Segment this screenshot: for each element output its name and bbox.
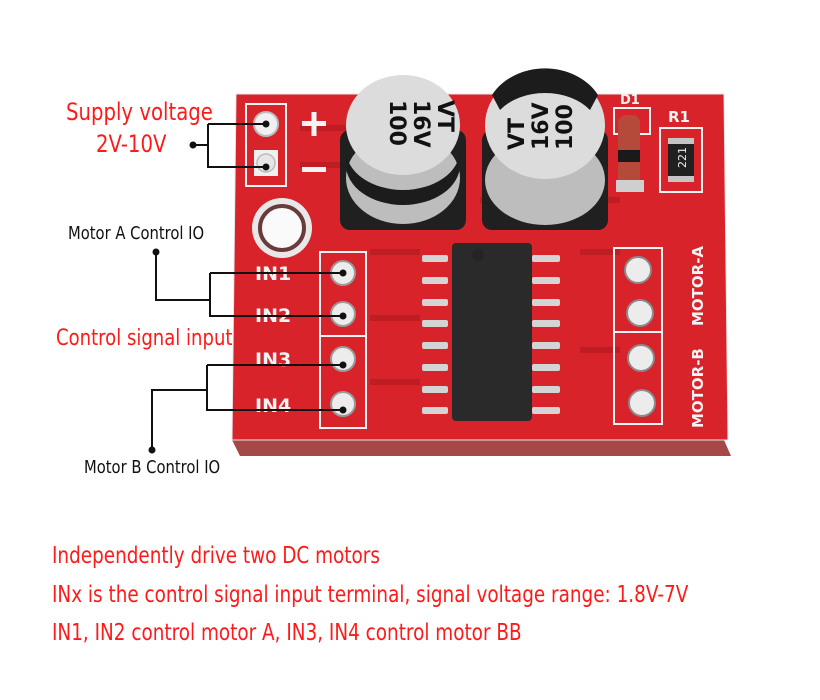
capacitor-2-value: 100 <box>553 104 578 150</box>
supply-voltage-label: Supply voltage <box>66 98 213 126</box>
capacitor-1-label: 100 <box>384 100 409 146</box>
motor-pads <box>624 256 656 417</box>
minus-sign <box>302 167 326 172</box>
resistor <box>668 138 694 182</box>
plus-sign-v <box>311 112 317 136</box>
motor-b-callout-line <box>151 364 343 450</box>
pin-label-in4: IN4 <box>255 395 291 417</box>
capacitor-1-series: VT <box>432 100 457 132</box>
motor-b-label: MOTOR-B <box>689 348 707 428</box>
description-line-1: Independently drive two DC motors <box>52 543 380 569</box>
callout-lines <box>151 123 343 450</box>
pcb-edge <box>232 440 731 456</box>
power-pin-box <box>245 103 287 187</box>
resistor-code: 221 <box>676 147 689 168</box>
diode-ref: D1 <box>620 93 640 108</box>
description-line-3: IN1, IN2 control motor A, IN3, IN4 contr… <box>52 620 522 646</box>
capacitor-1-voltage: 16V <box>408 100 433 148</box>
ic-pins <box>422 255 560 414</box>
resistor-ref: R1 <box>668 108 690 126</box>
description-line-2: INx is the control signal input terminal… <box>52 582 689 608</box>
input-pin-box-b <box>319 335 367 429</box>
motor-a-callout-line <box>155 252 343 317</box>
motor-a-label: MOTOR-A <box>689 246 707 326</box>
capacitor-1 <box>340 75 466 230</box>
capacitor-2 <box>482 68 608 230</box>
callout-dots <box>148 120 347 454</box>
driver-ic <box>452 243 532 421</box>
motor-pin-box-b <box>613 331 663 425</box>
pcb-illustration: 100 16V VT 100 16V VT D1 R1 221 <box>148 68 731 456</box>
pin-label-in3: IN3 <box>255 349 291 371</box>
capacitor-2-series: VT <box>505 118 530 150</box>
motor-b-control-label: Motor B Control IO <box>84 457 221 478</box>
motor-a-control-label: Motor A Control IO <box>68 223 205 244</box>
control-signal-input-label: Control signal input <box>56 326 233 351</box>
supply-range-label: 2V-10V <box>96 130 167 158</box>
capacitor-2-voltage: 16V <box>529 102 554 150</box>
